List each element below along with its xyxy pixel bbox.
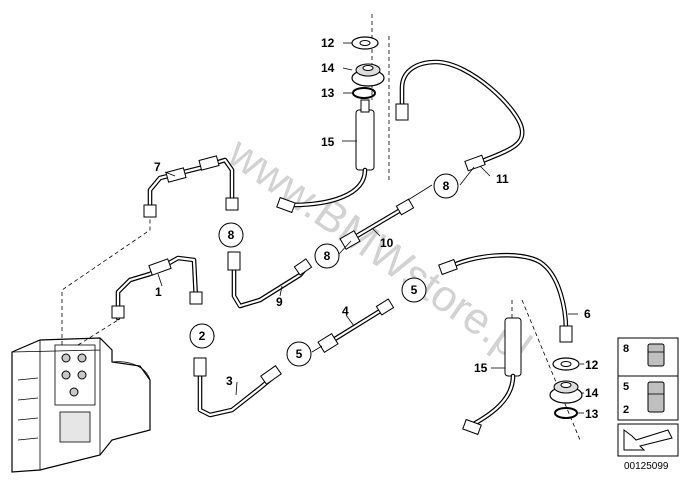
legend-label-8: 8: [623, 343, 629, 355]
brake-hose-15-bottom: [462, 317, 522, 436]
washer-12-top: [351, 36, 379, 50]
svg-text:8: 8: [228, 228, 235, 242]
circle-label-8-c: 8: [314, 243, 340, 269]
circle-label-5-a: 5: [286, 341, 312, 367]
label-12-top: 12: [321, 36, 335, 50]
legend-fitting-8-icon: [647, 343, 665, 367]
brake-pipe-1: [111, 255, 203, 321]
label-1: 1: [155, 285, 162, 299]
legend-fitting-5-2-icon: [647, 381, 665, 413]
brake-pipe-11: [395, 59, 525, 172]
abs-hydraulic-unit: [11, 337, 151, 473]
label-12-bottom: 12: [585, 358, 599, 372]
watermark: www.BMWstore.pl: [218, 127, 539, 372]
label-10: 10: [380, 236, 394, 250]
svg-text:8: 8: [443, 179, 450, 193]
label-11: 11: [496, 172, 509, 186]
label-15-bottom: 15: [474, 361, 488, 375]
fitting-legend: 8 5 2: [617, 337, 679, 421]
leader-lines: [157, 42, 584, 414]
brake-pipe-9: [227, 251, 313, 309]
legend-label-5: 5: [623, 381, 629, 393]
circle-label-8-b: 8: [218, 222, 244, 248]
svg-text:5: 5: [411, 283, 418, 297]
label-4: 4: [342, 304, 349, 318]
document-number: 00125099: [624, 461, 669, 472]
circle-label-2: 2: [189, 323, 215, 349]
grommet-14-bottom: [549, 380, 583, 404]
label-7: 7: [154, 160, 161, 174]
label-9: 9: [276, 295, 283, 309]
label-13-bottom: 13: [585, 407, 599, 421]
grommet-14-top: [351, 63, 385, 87]
brake-pipe-10: [339, 198, 415, 250]
label-15-top: 15: [321, 135, 335, 149]
label-6: 6: [584, 307, 591, 321]
ring-13-bottom: [554, 407, 578, 419]
legend-label-2: 2: [623, 404, 629, 416]
label-14-bottom: 14: [585, 386, 599, 400]
direction-arrow-icon: [617, 423, 679, 457]
brake-pipe-6: [438, 252, 573, 343]
circle-label-5-b: 5: [401, 277, 427, 303]
washer-12-bottom: [552, 357, 580, 371]
label-14-top: 14: [321, 61, 335, 75]
brake-hose-15-top: [276, 99, 375, 214]
brake-pipe-4: [317, 298, 395, 354]
label-13-top: 13: [321, 86, 335, 100]
brake-pipe-3: [193, 357, 282, 418]
svg-text:5: 5: [296, 347, 303, 361]
brake-pipe-7: [143, 155, 239, 218]
svg-text:2: 2: [199, 329, 206, 343]
label-3: 3: [226, 374, 233, 388]
circle-label-8-a: 8: [433, 173, 459, 199]
svg-text:8: 8: [324, 249, 331, 263]
